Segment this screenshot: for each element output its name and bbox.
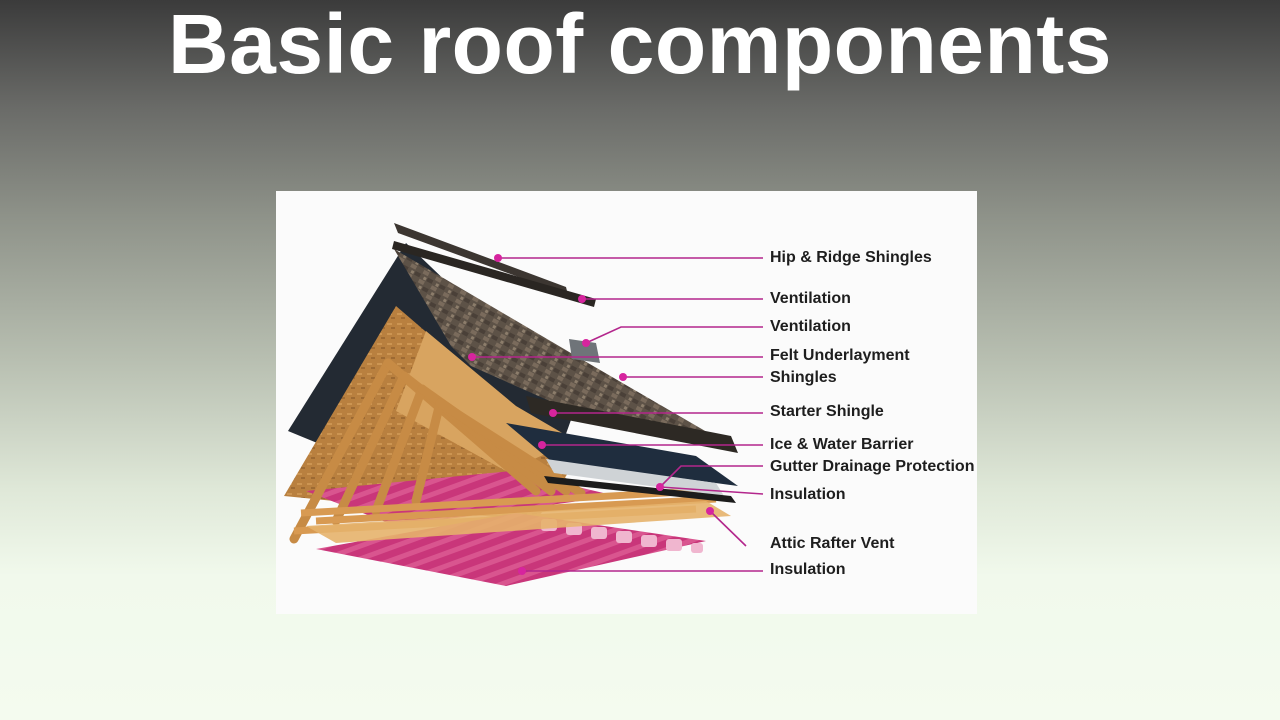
label-shingles: Shingles	[770, 369, 837, 386]
ice-water-barrier	[506, 423, 738, 486]
label-felt-underlayment: Felt Underlayment	[770, 347, 910, 364]
label-insulation-bottom: Insulation	[770, 561, 846, 578]
starter-shingle	[526, 396, 738, 453]
roof-diagram: Hip & Ridge Shingles Ventilation Ventila…	[276, 191, 977, 614]
label-ice-water-barrier: Ice & Water Barrier	[770, 436, 914, 453]
drip-edge	[544, 476, 736, 503]
label-ventilation-roof: Ventilation	[770, 318, 851, 335]
label-insulation-top: Insulation	[770, 486, 846, 503]
ridge-vent	[392, 241, 596, 307]
slide-title: Basic roof components	[168, 0, 1112, 91]
label-starter-shingle: Starter Shingle	[770, 403, 884, 420]
ceiling-insulation	[316, 513, 706, 586]
roof-illustration	[284, 223, 764, 586]
attic-rafter-vent	[306, 501, 731, 543]
leader-dots	[468, 254, 714, 575]
hip-ridge-shingles	[394, 223, 568, 295]
label-ventilation-ridge: Ventilation	[770, 290, 851, 307]
label-attic-rafter-vent: Attic Rafter Vent	[770, 535, 895, 552]
label-gutter-drainage-protection: Gutter Drainage Protection	[770, 458, 975, 475]
leader-lines	[472, 257, 764, 572]
label-hip-ridge-shingles: Hip & Ridge Shingles	[770, 249, 932, 266]
gutter-drainage	[546, 459, 724, 496]
